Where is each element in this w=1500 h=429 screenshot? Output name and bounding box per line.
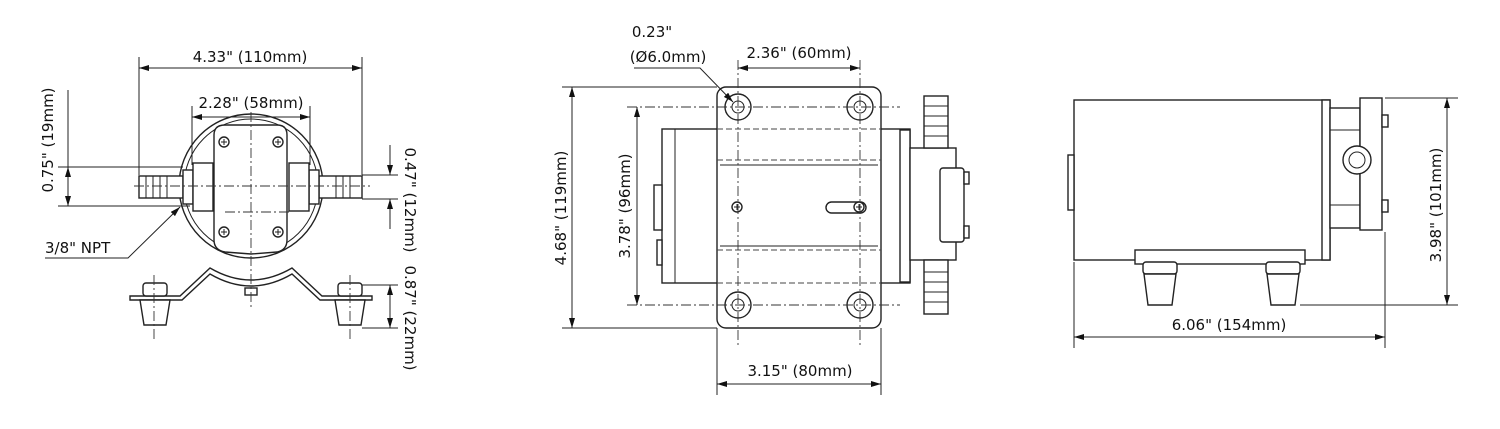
dim-overall-width: 4.33" (110mm) <box>193 48 308 66</box>
dim-foot-height: 0.87" (22mm) <box>401 265 419 370</box>
screw-icon <box>731 201 865 213</box>
dim-hole-diameter-mm: (Ø6.0mm) <box>630 48 707 66</box>
rubber-foot-right <box>1265 261 1301 306</box>
dim-hole-spacing-y: 3.78" (96mm) <box>616 153 634 258</box>
screw-icon <box>218 136 284 238</box>
front-view: 4.33" (110mm) 2.28" (58mm) 0.75" (19mm) … <box>39 48 419 371</box>
motor-body <box>1073 99 1331 261</box>
rubber-foot-left <box>1142 261 1178 306</box>
mount-bracket <box>1134 249 1306 265</box>
dim-overall-length: 6.06" (154mm) <box>1172 316 1287 334</box>
base-plate <box>716 86 882 329</box>
hose-barb-right <box>288 162 363 212</box>
dim-overall-height: 4.68" (119mm) <box>552 151 570 266</box>
pump-head-side <box>909 95 970 315</box>
rubber-foot-left <box>139 282 171 326</box>
dim-overall-height: 3.98" (101mm) <box>1427 148 1445 263</box>
dim-port-diameter: 0.47" (12mm) <box>401 147 419 252</box>
top-view: 4.68" (119mm) 3.78" (96mm) 2.36" (60mm) … <box>552 23 970 395</box>
dim-hole-diameter-in: 0.23" <box>632 23 672 41</box>
dim-hole-spacing-x: 2.36" (60mm) <box>746 44 851 62</box>
side-view: 3.98" (101mm) 6.06" (154mm) <box>1067 97 1458 348</box>
dim-port-offset: 0.75" (19mm) <box>39 87 57 192</box>
dim-plate-width: 2.28" (58mm) <box>198 94 303 112</box>
pump-head-plate <box>213 124 288 255</box>
label-port-thread: 3/8" NPT <box>45 239 111 257</box>
hose-barb-left <box>138 162 214 212</box>
dim-base-width: 3.15" (80mm) <box>747 362 852 380</box>
outlet-port <box>1342 145 1372 175</box>
